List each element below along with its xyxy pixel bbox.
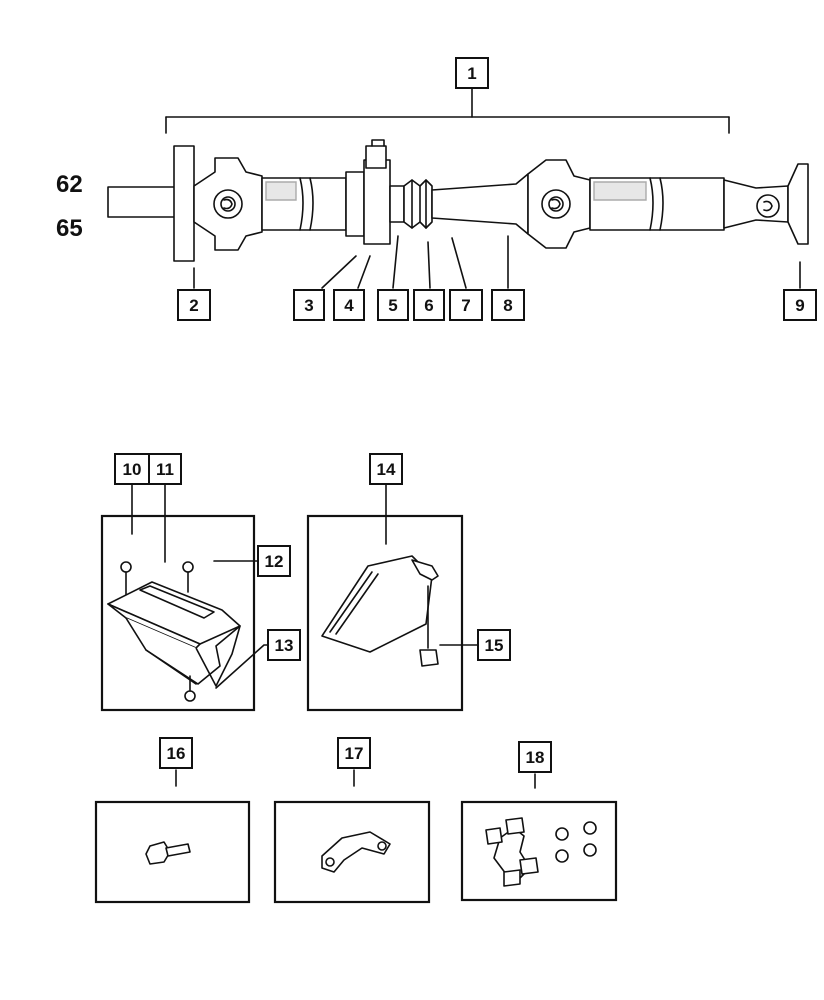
callout-3[interactable]: 3	[293, 289, 325, 321]
svg-text:3: 3	[304, 296, 313, 315]
callout-5[interactable]: 5	[377, 289, 409, 321]
callout-9[interactable]: 9	[783, 289, 817, 321]
svg-text:6: 6	[424, 296, 433, 315]
svg-text:7: 7	[461, 296, 470, 315]
reference-number-62: 62	[56, 171, 83, 198]
svg-text:12: 12	[265, 552, 284, 571]
u-joint-strap	[321, 831, 391, 873]
panel-strap	[273, 800, 431, 904]
callout-15[interactable]: 15	[477, 629, 511, 661]
svg-text:15: 15	[485, 636, 504, 655]
rear-flange-yoke	[787, 163, 809, 245]
rear-tube	[589, 177, 725, 231]
callout-1[interactable]: 1	[455, 57, 489, 89]
assembly-bracket	[165, 87, 730, 134]
svg-text:5: 5	[388, 296, 397, 315]
svg-text:1: 1	[467, 64, 476, 83]
callout-6[interactable]: 6	[413, 289, 445, 321]
transmission-stub-shaft	[107, 186, 177, 218]
callout-17[interactable]: 17	[337, 737, 371, 769]
svg-text:16: 16	[167, 744, 186, 763]
callout-13[interactable]: 13	[267, 629, 301, 661]
center-bearing-bracket	[363, 159, 391, 245]
callout-14[interactable]: 14	[369, 453, 403, 485]
callout-8[interactable]: 8	[491, 289, 525, 321]
center-bearing-cushion	[345, 171, 365, 237]
svg-text:4: 4	[344, 296, 354, 315]
top-leader-lines	[193, 235, 801, 289]
svg-text:11: 11	[156, 460, 174, 479]
svg-text:13: 13	[275, 636, 294, 655]
svg-text:14: 14	[377, 460, 396, 479]
companion-flange	[173, 145, 195, 262]
drive-shaft-assembly	[107, 139, 809, 262]
callout-18[interactable]: 18	[518, 741, 552, 773]
universal-joint-kit	[485, 817, 597, 887]
svg-text:10: 10	[123, 460, 142, 479]
callout-2[interactable]: 2	[177, 289, 211, 321]
callout-10[interactable]: 10	[114, 453, 150, 485]
bolt	[145, 841, 191, 865]
callout-12[interactable]: 12	[257, 545, 291, 577]
rear-slip-shaft	[431, 173, 529, 235]
callout-7[interactable]: 7	[449, 289, 483, 321]
svg-text:9: 9	[795, 296, 804, 315]
bearing-seal	[389, 185, 405, 223]
reference-number-65: 65	[56, 215, 83, 242]
callout-11[interactable]: 11	[148, 453, 182, 485]
svg-text:2: 2	[189, 296, 198, 315]
svg-text:8: 8	[503, 296, 512, 315]
callout-16[interactable]: 16	[159, 737, 193, 769]
svg-text:18: 18	[526, 748, 545, 767]
center-bearing-mount-bracket	[107, 561, 241, 702]
heat-shield	[321, 555, 439, 667]
callout-4[interactable]: 4	[333, 289, 365, 321]
svg-text:17: 17	[345, 744, 364, 763]
center-bearing-stud	[365, 145, 387, 169]
slip-yoke-boot	[403, 179, 433, 229]
